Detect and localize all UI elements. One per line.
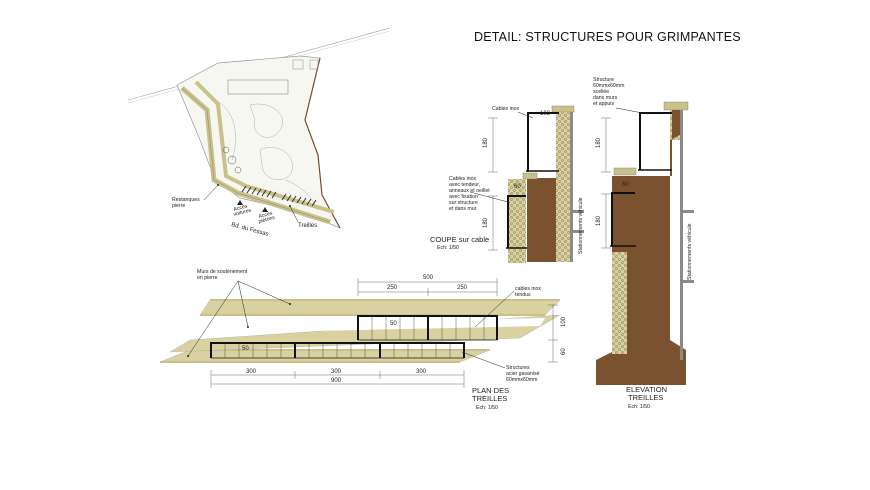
elevation-title-2: TREILLES [628, 393, 663, 402]
plan-dim-right-b: 60 [561, 348, 567, 355]
section-scale: Ech: 1/50 [437, 245, 459, 251]
section-cable-detail-1: Cables inox [449, 176, 477, 182]
section-cable-detail-3: anneaux et oeillet [449, 188, 490, 194]
elevation-structure-1: Structure [593, 77, 614, 83]
section-dim-mid: 60 [514, 184, 521, 190]
page-title: DETAIL: STRUCTURES POUR GRIMPANTES [474, 30, 741, 44]
trellis-plan: 500 250 250 50 50 100 60 300 300 300 900… [159, 269, 567, 411]
access-note-a-line2: voitures [233, 207, 252, 218]
elevation-detail: 180 180 60 Structure 60mmx60mm scellée d… [593, 77, 694, 410]
plan-title-1: PLAN DES [472, 386, 509, 395]
site-wall-label-line1: Restanques [172, 197, 200, 203]
section-dim-lower: 180 [483, 217, 489, 228]
access-note-b-line1: Accès [258, 210, 274, 220]
elevation-title-1: ELEVATION [626, 385, 667, 394]
elevation-structure-4: dans murs [593, 95, 618, 101]
plan-dim-total-top: 500 [423, 275, 434, 281]
section-cable-detail-4: avec fixation [449, 194, 478, 200]
plan-scale: Ech: 1/50 [476, 405, 498, 411]
plan-steel-label-2: acier gavanisé [506, 371, 540, 377]
section-cable-detail-5: sur structure [449, 200, 478, 206]
plan-dim-d: 300 [331, 369, 342, 375]
plan-steel-label-3: 60mmx60mm [506, 377, 537, 383]
plan-dim-e: 300 [416, 369, 427, 375]
access-arrow-icon [237, 200, 243, 205]
section-detail: 180 180 103 60 Cables inox Cables inox a… [430, 105, 584, 263]
plan-title-2: TREILLES [472, 394, 507, 403]
plan-wall-label-1: Murs de soutènement [197, 269, 248, 275]
plan-dim-inner-bottom: 50 [242, 346, 249, 352]
plan-cables-label-2: tendus [515, 292, 531, 298]
site-plan: Accès voitures Accès piétons Bd. du Fess… [127, 27, 391, 238]
section-title: COUPE sur cable [430, 235, 489, 244]
section-cable-detail-2: avec tendeur, [449, 182, 480, 188]
elevation-dim-lower: 180 [596, 215, 602, 226]
plan-dim-inner-top: 50 [390, 321, 397, 327]
plan-dim-b: 250 [457, 285, 468, 291]
plan-wall-label-2: en pierre [197, 275, 218, 281]
plan-dim-a: 250 [387, 285, 398, 291]
plan-dim-total-bottom: 900 [331, 378, 342, 384]
section-cable-detail-6: et dans mur. [449, 206, 478, 212]
section-dim-top: 103 [540, 111, 551, 117]
plan-dim-c: 300 [246, 369, 257, 375]
elevation-structure-3: scellée [593, 89, 609, 95]
site-trellis-label: Treilles [298, 223, 317, 229]
section-cables-label: Cables inox [492, 106, 520, 112]
plan-dim-right-a: 100 [561, 316, 567, 327]
elevation-dim-mid: 60 [622, 182, 629, 188]
section-parking-label: Stationnements véhicule [578, 197, 584, 254]
section-dim-upper: 180 [483, 137, 489, 148]
site-wall-label-line2: pierre [172, 203, 185, 209]
elevation-structure-2: 60mmx60mm [593, 83, 624, 89]
elevation-structure-5: et appuis [593, 101, 614, 107]
access-note-b-line2: piétons [258, 215, 276, 225]
plan-cables-label-1: cables inox [515, 286, 541, 292]
elevation-dim-upper: 180 [596, 137, 602, 148]
access-arrow-icon [262, 207, 268, 212]
elevation-scale: Ech: 1/50 [628, 404, 650, 410]
road-label: Bd. du Fessas [230, 222, 269, 238]
elevation-parking-label: Stationnements véhicule [687, 223, 693, 280]
plan-steel-label-1: Structures [506, 365, 530, 371]
access-note-a-line1: Accès [233, 203, 249, 213]
